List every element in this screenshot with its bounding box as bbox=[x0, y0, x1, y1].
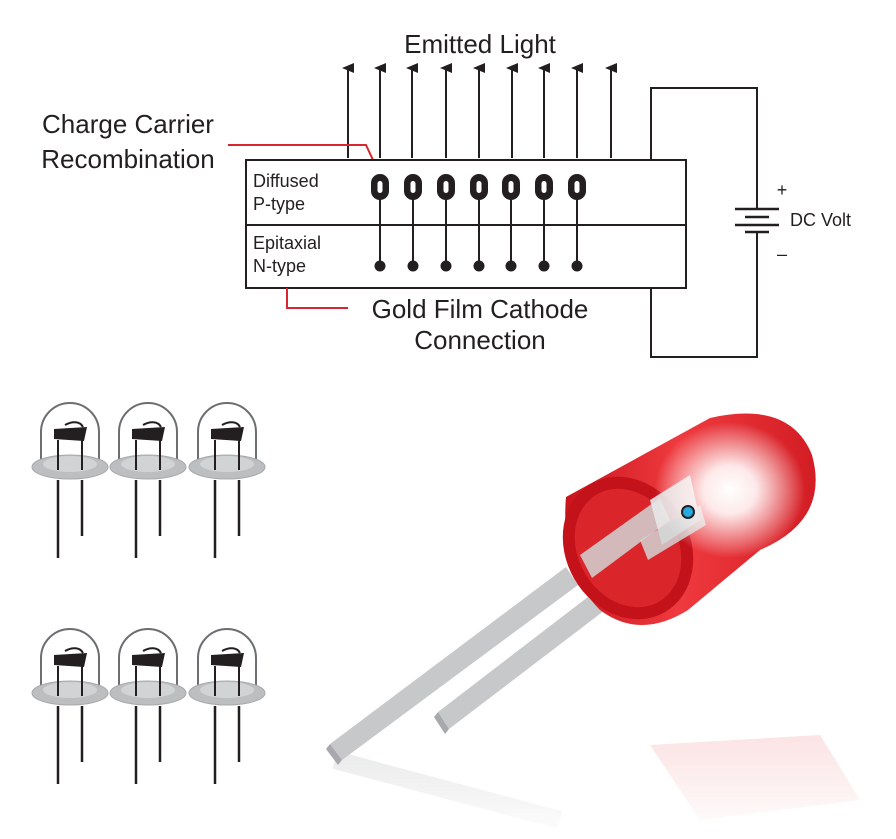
dc-volt-label: DC Volt bbox=[790, 210, 851, 230]
led-schematic: Emitted Light Charge Carrier Recombinati… bbox=[41, 29, 851, 358]
cathode-label-line2: Connection bbox=[414, 325, 546, 355]
light-arrows bbox=[342, 63, 617, 158]
led-lamp-icon bbox=[30, 627, 110, 786]
battery-icon bbox=[735, 207, 779, 234]
n-layer-label-line2: N-type bbox=[253, 256, 306, 276]
led-lamp-grid bbox=[30, 401, 267, 786]
led-lamp-icon bbox=[108, 401, 188, 560]
cathode-leader-line bbox=[286, 288, 348, 309]
p-layer-label-line1: Diffused bbox=[253, 171, 319, 191]
led-lamp-icon bbox=[30, 401, 110, 560]
plus-sign: + bbox=[777, 180, 788, 200]
led-lamp-icon bbox=[187, 627, 267, 786]
emitted-light-label: Emitted Light bbox=[404, 29, 557, 59]
minus-sign: – bbox=[777, 244, 787, 264]
charge-carriers bbox=[371, 174, 586, 272]
cathode-label-line1: Gold Film Cathode bbox=[372, 294, 589, 324]
dc-circuit-wire bbox=[650, 87, 758, 358]
charge-carrier-label-line1: Charge Carrier bbox=[42, 109, 214, 139]
n-layer-label-line1: Epitaxial bbox=[253, 233, 321, 253]
led-lamp-icon bbox=[108, 627, 188, 786]
p-layer-label-line2: P-type bbox=[253, 194, 305, 214]
led-lamp-icon bbox=[187, 401, 267, 560]
red-led-illustration bbox=[320, 413, 896, 839]
charge-carrier-label-line2: Recombination bbox=[41, 144, 214, 174]
